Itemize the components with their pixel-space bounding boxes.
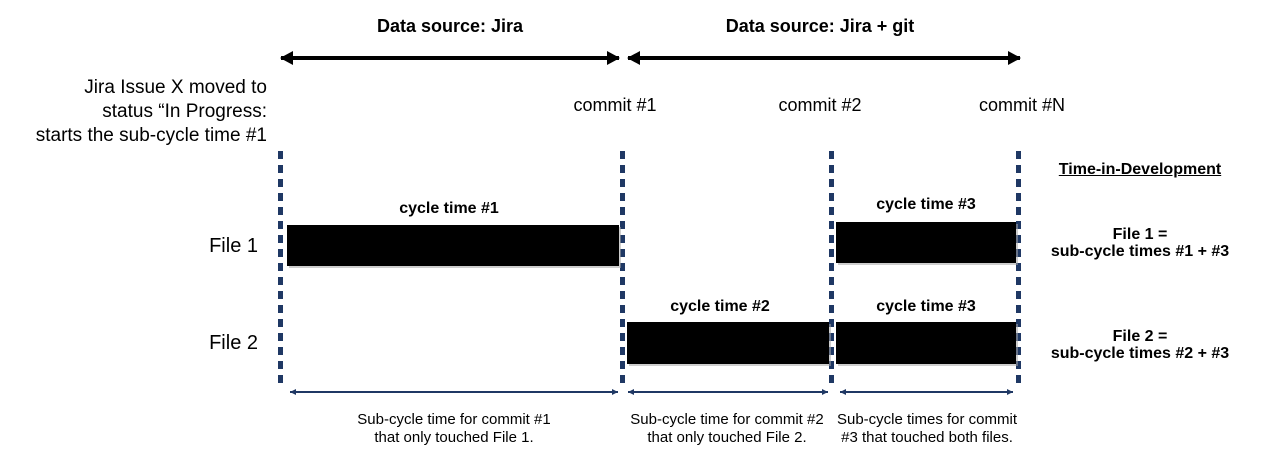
sub-cycle-1-caption: Sub-cycle time for commit #1 that only t…	[357, 411, 550, 447]
legend-file-1-line1: File 1 =	[1112, 226, 1168, 243]
dashed-line-start	[278, 151, 283, 383]
row-label-file-1: File 1	[209, 235, 258, 257]
cycle-time-1-bar	[287, 225, 619, 266]
data-source-jira-title: Data source: Jira	[376, 16, 524, 36]
sub-cycle-3-caption-line2: #3 that touched both files.	[841, 429, 1013, 446]
jira-span-arrow	[280, 51, 620, 65]
start-note-line1: Jira Issue X moved to	[84, 77, 267, 98]
commit-2-label: commit #2	[778, 95, 862, 115]
sub-cycle-2-measure-line	[628, 389, 828, 395]
sub-cycle-2-caption-line1: Sub-cycle time for commit #2	[630, 411, 824, 428]
cycle-time-2-label: cycle time #2	[670, 298, 770, 315]
legend-file-1-line2: sub-cycle times #1 + #3	[1050, 243, 1230, 260]
start-note-line3: starts the sub-cycle time #1	[35, 125, 267, 146]
start-note-line2: status “In Progress:	[102, 101, 267, 122]
time-in-development-title: Time-in-Development	[1058, 161, 1222, 178]
commit-1-label: commit #1	[573, 95, 657, 115]
legend-file-2-line1: File 2 =	[1112, 328, 1168, 345]
cycle-time-3-file1-label: cycle time #3	[876, 196, 976, 213]
sub-cycle-1-measure-line	[290, 389, 618, 395]
sub-cycle-3-caption: Sub-cycle times for commit #3 that touch…	[837, 411, 1017, 447]
start-note: Jira Issue X moved to status “In Progres…	[0, 76, 267, 148]
sub-cycle-2-caption-line2: that only touched File 2.	[647, 429, 807, 446]
sub-cycle-3-measure-line	[840, 389, 1013, 395]
cycle-time-2-bar	[627, 322, 829, 364]
dashed-line-commit-n	[1016, 151, 1021, 383]
sub-cycle-3-caption-line1: Sub-cycle times for commit	[836, 411, 1018, 428]
cycle-time-3-file2-label: cycle time #3	[876, 298, 976, 315]
legend-file-1: File 1 = sub-cycle times #1 + #3	[1051, 226, 1229, 260]
row-label-file-2: File 2	[209, 332, 258, 354]
sub-cycle-1-caption-line2: that only touched File 1.	[374, 429, 534, 446]
commit-n-label: commit #N	[978, 95, 1066, 115]
legend-file-2: File 2 = sub-cycle times #2 + #3	[1051, 328, 1229, 362]
sub-cycle-1-caption-line1: Sub-cycle time for commit #1	[357, 411, 551, 428]
cycle-time-3-file1-bar	[836, 222, 1016, 263]
dashed-line-commit-1	[620, 151, 625, 383]
jira-git-span-arrow	[627, 51, 1021, 65]
data-source-jira-git-title: Data source: Jira + git	[725, 16, 915, 36]
cycle-time-3-file2-bar	[836, 322, 1016, 364]
legend-file-2-line2: sub-cycle times #2 + #3	[1050, 345, 1230, 362]
sub-cycle-2-caption: Sub-cycle time for commit #2 that only t…	[630, 411, 823, 447]
cycle-time-1-label: cycle time #1	[399, 200, 499, 217]
dashed-line-commit-2	[829, 151, 834, 383]
